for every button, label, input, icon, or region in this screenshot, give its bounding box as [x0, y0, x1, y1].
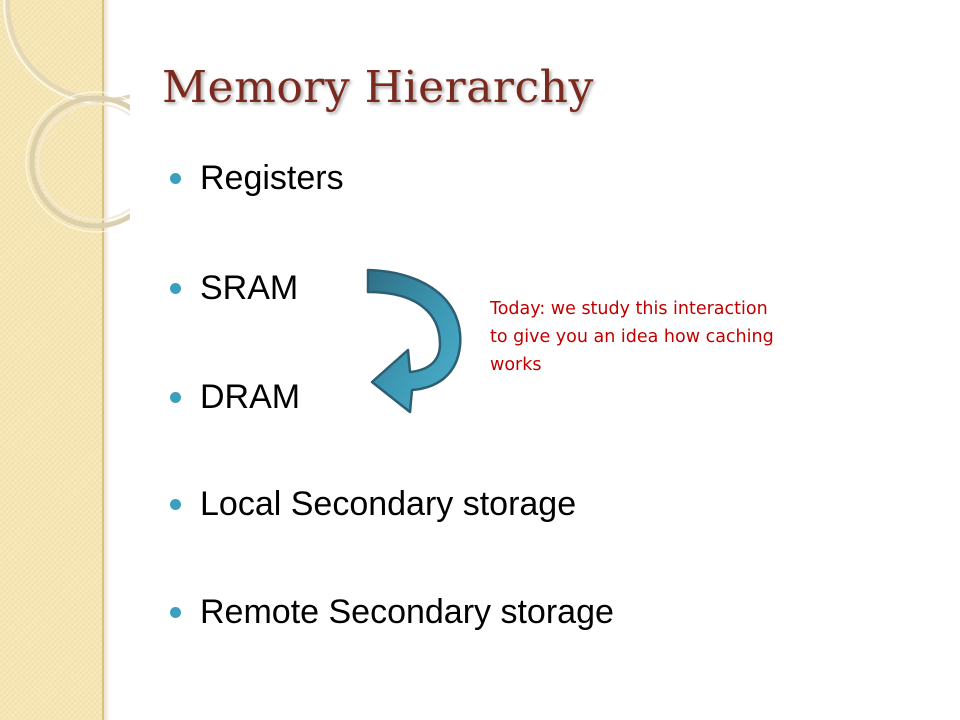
- bullet-dot-icon: [170, 391, 181, 403]
- bullet-text: Remote Secondary storage: [200, 593, 614, 631]
- bullet-item-sram: SRAM: [170, 268, 298, 308]
- curved-arrow-icon: [366, 268, 462, 414]
- bullet-item-local-secondary: Local Secondary storage: [170, 484, 576, 524]
- annotation-line: Today: we study this interaction: [490, 299, 768, 319]
- bullet-text: SRAM: [200, 269, 299, 307]
- bullet-item-remote-secondary: Remote Secondary storage: [170, 592, 614, 632]
- bullet-item-registers: Registers: [170, 158, 344, 198]
- bullet-dot-icon: [170, 172, 181, 184]
- bullet-text: Local Secondary storage: [200, 485, 577, 523]
- bullet-dot-icon: [170, 498, 181, 510]
- bullet-text: Registers: [200, 159, 344, 197]
- annotation-line: to give you an idea how caching: [490, 327, 774, 347]
- side-band-shadow: [104, 0, 110, 720]
- bullet-item-dram: DRAM: [170, 377, 300, 417]
- bullet-dot-icon: [170, 282, 181, 294]
- annotation-note: Today: we study this interaction to give…: [490, 295, 810, 379]
- bullet-text: DRAM: [200, 378, 301, 416]
- decorative-circles-icon: [3, 0, 130, 233]
- slide-title: Memory Hierarchy: [162, 62, 594, 113]
- bullet-dot-icon: [170, 606, 181, 618]
- annotation-line: works: [490, 355, 542, 375]
